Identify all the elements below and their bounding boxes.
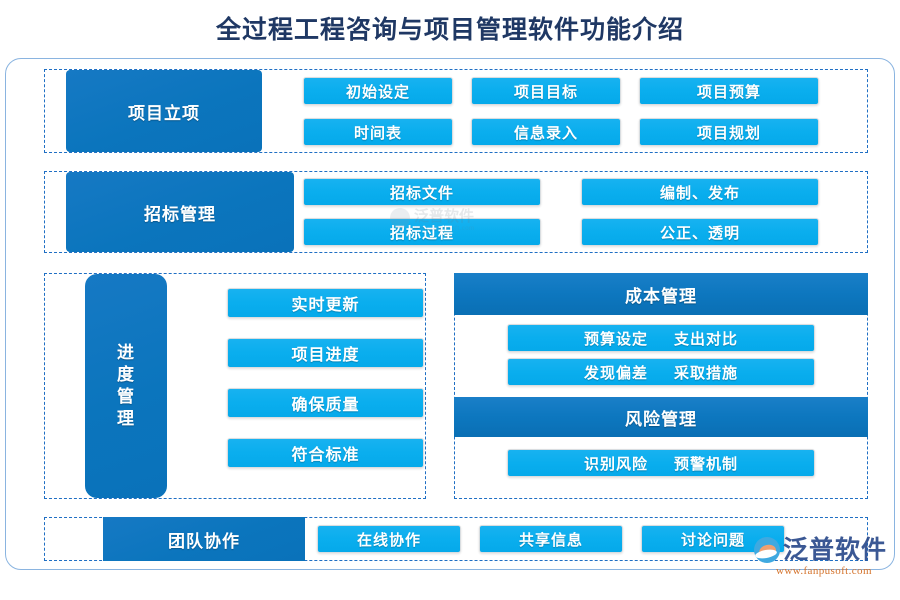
pill-initiation-3[interactable]: 项目预算 — [639, 77, 819, 105]
pill-cost-2-text: 发现偏差 采取措施 — [584, 362, 738, 383]
pill-risk-1[interactable]: 识别风险 预警机制 — [507, 449, 815, 477]
section-teamwork: 团队协作 在线协作 共享信息 讨论问题 — [44, 517, 868, 561]
pill-risk-1-text: 识别风险 预警机制 — [584, 453, 738, 474]
pill-initiation-4[interactable]: 时间表 — [303, 118, 453, 146]
pill-initiation-5[interactable]: 信息录入 — [471, 118, 621, 146]
pill-cost-1-left: 预算设定 — [583, 330, 648, 348]
pill-cost-2[interactable]: 发现偏差 采取措施 — [507, 358, 815, 386]
pill-teamwork-3[interactable]: 讨论问题 — [641, 525, 785, 553]
page-title: 全过程工程咨询与项目管理软件功能介绍 — [215, 16, 684, 44]
pill-risk-1-right: 预警机制 — [674, 455, 739, 473]
section-initiation: 项目立项 初始设定 项目目标 项目预算 时间表 信息录入 项目规划 — [44, 69, 868, 153]
pill-bidding-1[interactable]: 招标文件 — [303, 178, 541, 206]
category-teamwork[interactable]: 团队协作 — [103, 517, 305, 561]
pill-schedule-3[interactable]: 确保质量 — [227, 388, 424, 418]
pill-cost-2-left: 发现偏差 — [583, 364, 648, 382]
pill-schedule-2[interactable]: 项目进度 — [227, 338, 424, 368]
pill-teamwork-2[interactable]: 共享信息 — [479, 525, 623, 553]
pill-bidding-3[interactable]: 招标过程 — [303, 218, 541, 246]
pill-schedule-4[interactable]: 符合标准 — [227, 438, 424, 468]
category-schedule-char-3: 管 — [117, 387, 135, 406]
pill-bidding-4[interactable]: 公正、透明 — [581, 218, 819, 246]
pill-teamwork-1[interactable]: 在线协作 — [317, 525, 461, 553]
pill-schedule-1[interactable]: 实时更新 — [227, 288, 424, 318]
diagram-frame: 项目立项 初始设定 项目目标 项目预算 时间表 信息录入 项目规划 招标管理 招… — [5, 58, 895, 570]
pill-initiation-1[interactable]: 初始设定 — [303, 77, 453, 105]
section-cost-risk: 成本管理 预算设定 支出对比 发现偏差 采取措施 风险管理 识别风险 预警机制 — [454, 273, 868, 499]
category-schedule-text: 进 度 管 理 — [117, 342, 135, 429]
pill-cost-2-right: 采取措施 — [674, 364, 739, 382]
pill-initiation-6[interactable]: 项目规划 — [639, 118, 819, 146]
pill-cost-1-right: 支出对比 — [674, 330, 739, 348]
header-cost[interactable]: 成本管理 — [454, 273, 868, 315]
pill-cost-1-text: 预算设定 支出对比 — [584, 328, 738, 349]
category-bidding[interactable]: 招标管理 — [66, 172, 294, 252]
pill-cost-1[interactable]: 预算设定 支出对比 — [507, 324, 815, 352]
category-schedule[interactable]: 进 度 管 理 — [85, 274, 167, 498]
section-schedule: 进 度 管 理 实时更新 项目进度 确保质量 符合标准 — [44, 273, 426, 499]
pill-risk-1-left: 识别风险 — [583, 455, 648, 473]
category-schedule-char-1: 进 — [117, 343, 135, 363]
pill-initiation-2[interactable]: 项目目标 — [471, 77, 621, 105]
category-schedule-char-4: 理 — [117, 408, 135, 428]
category-schedule-char-2: 度 — [117, 365, 135, 385]
section-bidding: 招标管理 招标文件 编制、发布 招标过程 公正、透明 — [44, 171, 868, 253]
header-risk[interactable]: 风险管理 — [454, 397, 868, 437]
category-initiation[interactable]: 项目立项 — [66, 70, 262, 152]
pill-bidding-2[interactable]: 编制、发布 — [581, 178, 819, 206]
